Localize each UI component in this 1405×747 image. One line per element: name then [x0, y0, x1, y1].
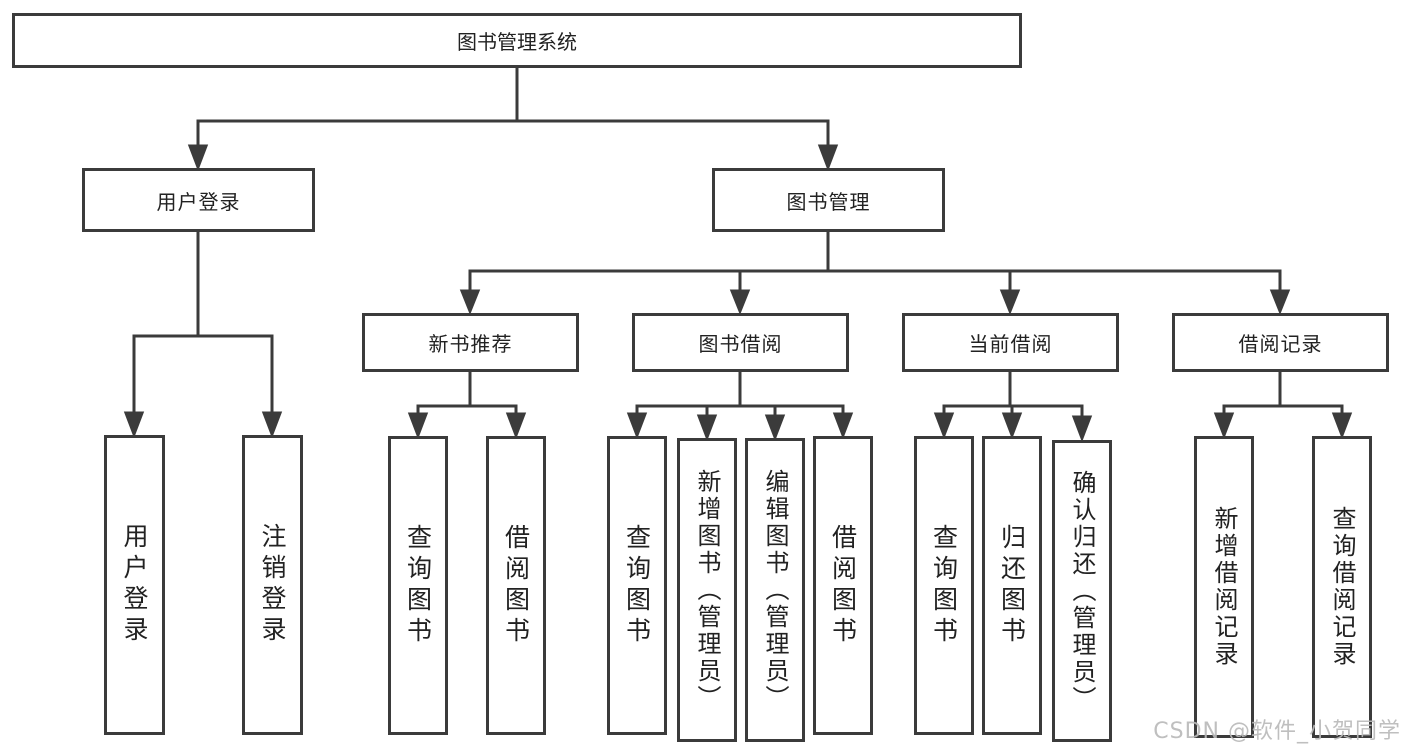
node-current-borrow-label: 当前借阅: [968, 332, 1053, 356]
node-book-management-label: 图书管理: [786, 189, 871, 214]
leaf-query-books-recommend-label: 查询图书: [403, 523, 433, 648]
leaf-add-borrow-record-label: 新增借阅记录: [1210, 506, 1238, 668]
leaf-return-book-label: 归还图书: [997, 523, 1027, 648]
leaf-add-borrow-record: 新增借阅记录: [1194, 436, 1254, 738]
leaf-query-books-current: 查询图书: [914, 436, 974, 735]
node-current-borrow: 当前借阅: [902, 313, 1119, 372]
connector-user-login-to-leaves: [123, 232, 283, 439]
leaf-logout: 注销登录: [242, 435, 303, 735]
csdn-watermark: CSDN @软件_小贺同学: [1153, 719, 1401, 744]
node-book-borrow: 图书借阅: [632, 313, 849, 372]
node-user-login: 用户登录: [82, 168, 315, 232]
leaf-query-books-current-label: 查询图书: [929, 523, 959, 648]
leaf-user-login-label: 用户登录: [120, 523, 149, 647]
connector-book-mgmt-to-level3: [459, 232, 1291, 316]
leaf-borrow-books-recommend-label: 借阅图书: [501, 523, 531, 648]
leaf-return-book: 归还图书: [982, 436, 1042, 735]
node-book-borrow-label: 图书借阅: [698, 332, 783, 356]
leaf-logout-label: 注销登录: [258, 523, 287, 647]
leaf-query-books-borrow-label: 查询图书: [622, 523, 652, 648]
connector-current-borrow-to-leaves: [933, 372, 1093, 443]
node-root: 图书管理系统: [12, 13, 1022, 68]
leaf-query-books-recommend: 查询图书: [388, 436, 448, 735]
leaf-borrow-books-borrow-label: 借阅图书: [828, 523, 858, 648]
leaf-query-borrow-record: 查询借阅记录: [1312, 436, 1372, 738]
leaf-borrow-books-borrow: 借阅图书: [813, 436, 873, 735]
connector-book-borrow-to-leaves: [626, 372, 854, 442]
leaf-query-borrow-record-label: 查询借阅记录: [1328, 506, 1356, 668]
node-root-label: 图书管理系统: [457, 30, 577, 54]
connector-new-books-to-leaves: [407, 372, 527, 440]
leaf-add-book-admin-label: 新增图书（管理员）: [693, 468, 721, 712]
node-book-management: 图书管理: [712, 168, 945, 232]
connector-borrow-records-to-leaves: [1213, 372, 1353, 440]
node-new-book-recommend: 新书推荐: [362, 313, 579, 372]
node-user-login-label: 用户登录: [156, 189, 241, 214]
leaf-user-login: 用户登录: [104, 435, 165, 735]
leaf-confirm-return-admin: 确认归还（管理员）: [1052, 440, 1112, 742]
connector-root-to-level2: [187, 68, 839, 172]
leaf-confirm-return-admin-label: 确认归还（管理员）: [1068, 469, 1096, 713]
leaf-add-book-admin: 新增图书（管理员）: [677, 438, 737, 742]
leaf-query-books-borrow: 查询图书: [607, 436, 667, 735]
leaf-borrow-books-recommend: 借阅图书: [486, 436, 546, 735]
node-new-book-recommend-label: 新书推荐: [428, 332, 513, 356]
node-borrow-records-label: 借阅记录: [1238, 332, 1323, 356]
leaf-edit-book-admin-label: 编辑图书（管理员）: [761, 468, 789, 712]
node-borrow-records: 借阅记录: [1172, 313, 1389, 372]
leaf-edit-book-admin: 编辑图书（管理员）: [745, 438, 805, 742]
